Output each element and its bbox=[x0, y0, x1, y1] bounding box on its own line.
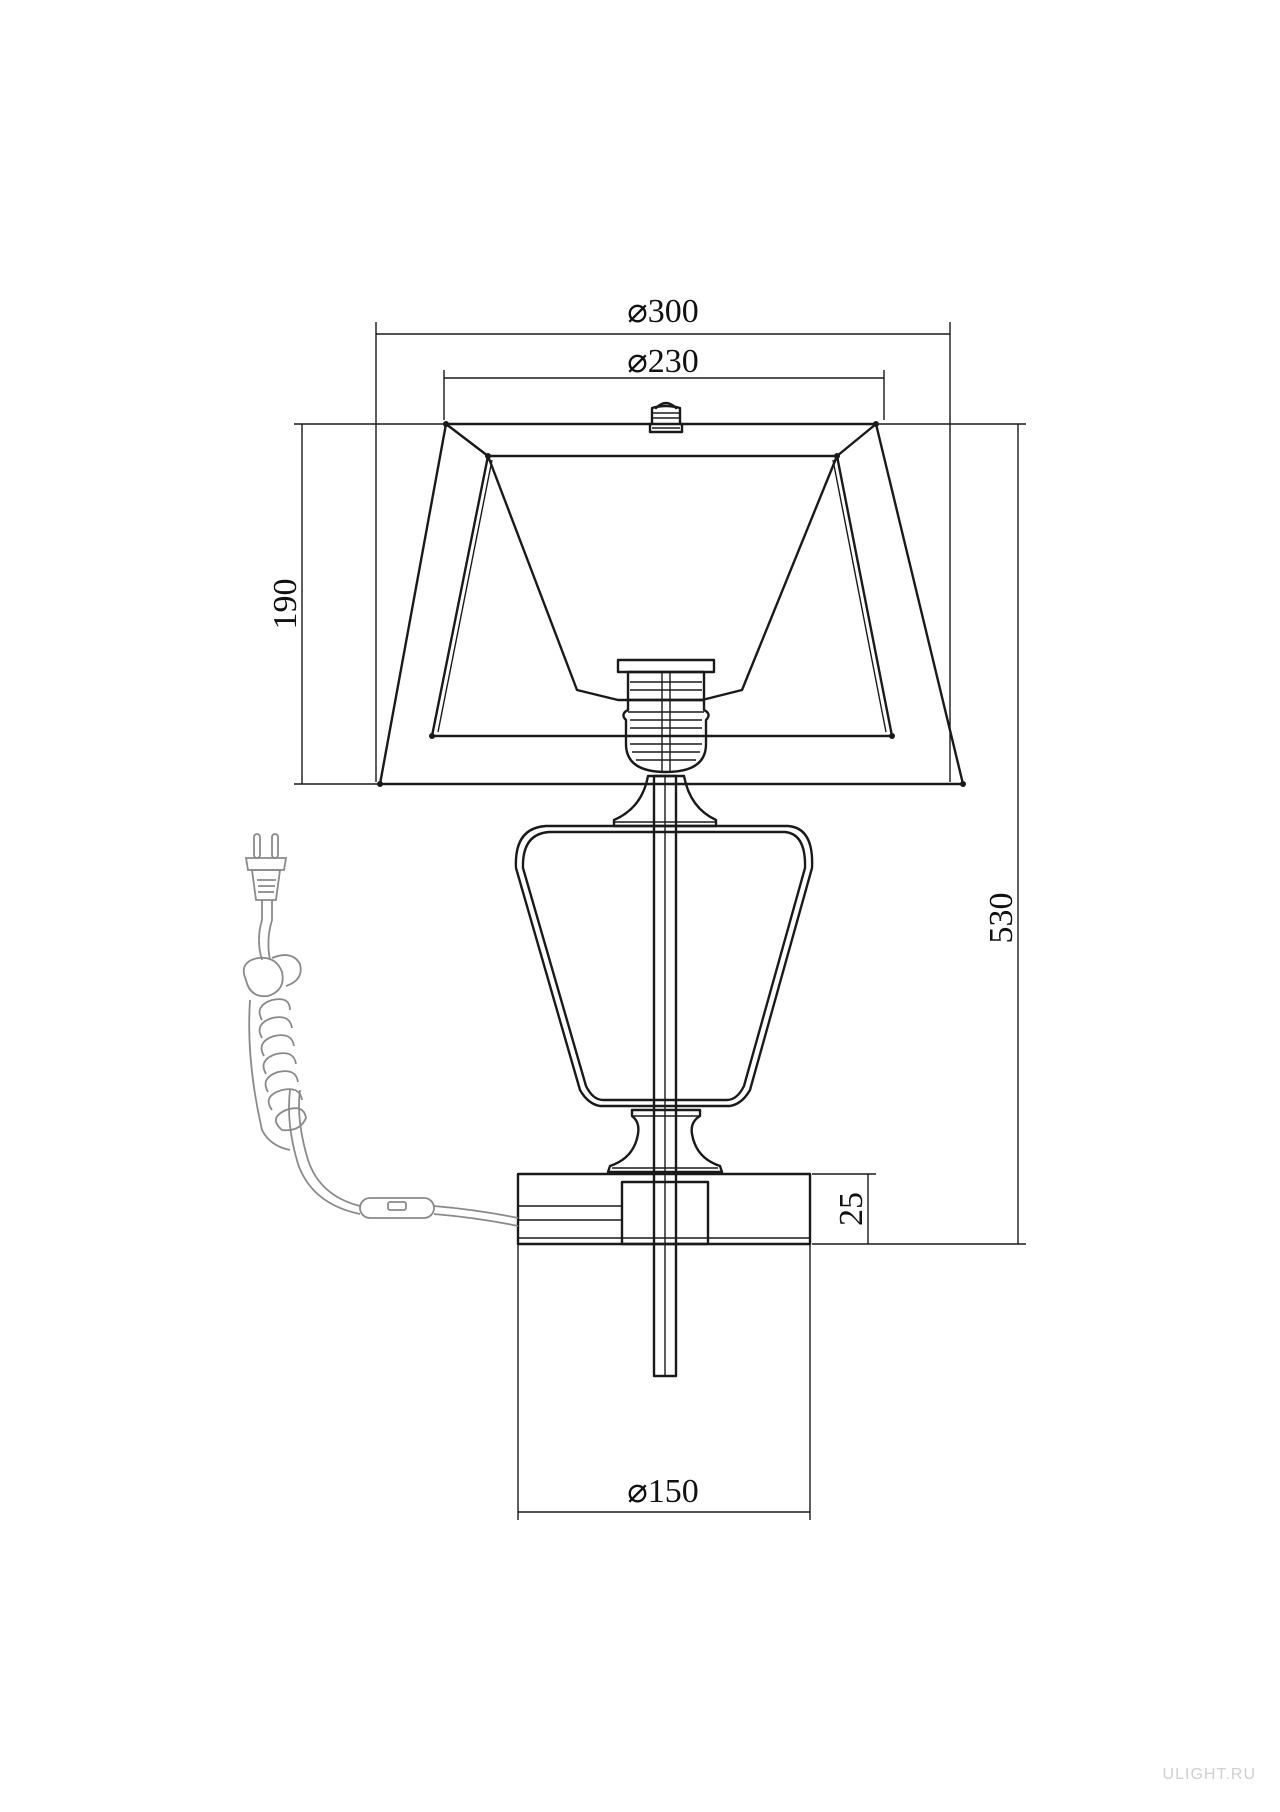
power-cord bbox=[242, 833, 519, 1227]
dim-base-diameter: ⌀150 bbox=[627, 1473, 698, 1510]
inline-switch bbox=[359, 1197, 435, 1219]
dim-shade-height: 190 bbox=[267, 579, 304, 630]
frame-node bbox=[443, 421, 449, 427]
dim-shade-bottom-diameter: ⌀230 bbox=[627, 343, 698, 380]
lamp-shade bbox=[377, 421, 966, 787]
frame-node bbox=[834, 453, 840, 459]
dim-base-height: 25 bbox=[833, 1192, 870, 1226]
dim-total-height: 530 bbox=[983, 893, 1020, 944]
frame-node bbox=[960, 781, 966, 787]
frame-node bbox=[429, 733, 435, 739]
lamp-base bbox=[516, 1172, 812, 1246]
frame-node bbox=[889, 733, 895, 739]
cord-coil bbox=[242, 954, 307, 1151]
power-plug bbox=[244, 833, 288, 901]
lower-collar bbox=[606, 1108, 724, 1174]
frame-node bbox=[485, 453, 491, 459]
lamp-socket bbox=[616, 658, 716, 774]
frame-node bbox=[873, 421, 879, 427]
frame-node bbox=[377, 781, 383, 787]
dimension-lines bbox=[294, 322, 1026, 1520]
dim-shade-top-diameter: ⌀300 bbox=[627, 293, 698, 330]
lamp-body bbox=[514, 774, 814, 1378]
watermark: ULIGHT.RU bbox=[1162, 1766, 1256, 1783]
shade-finial bbox=[648, 401, 684, 434]
